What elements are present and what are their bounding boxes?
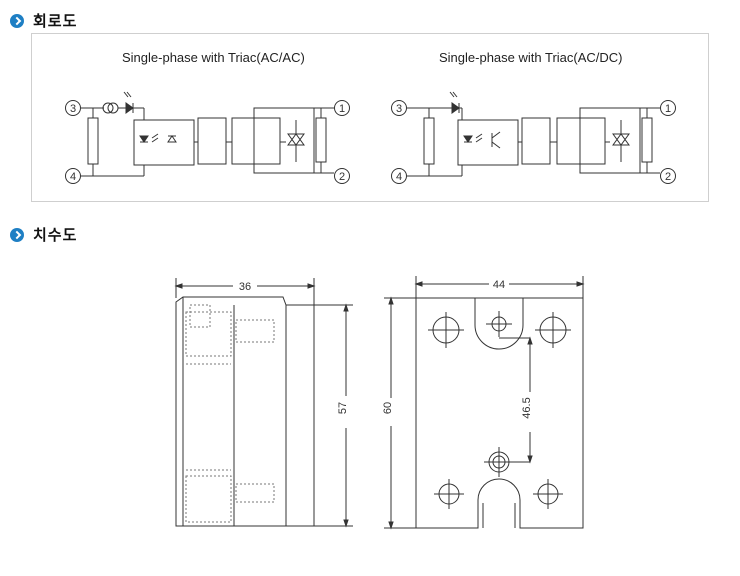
side-height-label: 57	[337, 402, 349, 414]
front-height-label: 60	[382, 402, 394, 414]
mounting-hole-bottom-left	[434, 479, 464, 509]
snubber-resistor	[315, 117, 327, 163]
terminal-4-label: 4	[70, 171, 76, 183]
side-view-body	[175, 296, 315, 527]
dimension-section-header: 치수도	[10, 224, 77, 245]
circuit-title-ac-ac: Single-phase with Triac(AC/AC)	[122, 50, 305, 65]
terminal-4	[391, 168, 407, 184]
chevron-circle-icon	[10, 227, 24, 242]
trigger-block	[197, 117, 227, 165]
terminal-3-label: 3	[70, 103, 76, 115]
output-stage	[579, 107, 641, 174]
circuit-section-header: 회로도	[10, 10, 77, 31]
circuit-section-title: 회로도	[33, 12, 78, 30]
terminal-3	[65, 100, 81, 116]
chevron-circle-icon	[10, 13, 24, 28]
mounting-hole-bottom-right	[533, 479, 563, 509]
dimension-section-title: 치수도	[33, 226, 78, 244]
front-view-body	[415, 297, 584, 529]
trigger-block	[521, 117, 551, 165]
side-width-label: 36	[239, 281, 251, 293]
led-diode-icon	[451, 102, 460, 114]
output-stage	[253, 107, 315, 174]
current-source-icon	[102, 102, 114, 114]
input-resistor	[87, 117, 99, 165]
mounting-hole-top-center	[486, 311, 512, 337]
front-view-drawing: 44	[382, 276, 585, 530]
terminal-1-label: 1	[665, 103, 671, 115]
terminal-2-label: 2	[339, 171, 345, 183]
terminal-4	[65, 168, 81, 184]
terminal-1	[660, 100, 676, 116]
mounting-hole-top-right	[535, 312, 571, 348]
front-width-label: 44	[493, 279, 505, 291]
triac-icon	[287, 133, 305, 146]
snubber-resistor	[641, 117, 653, 163]
terminal-1-label: 1	[339, 103, 345, 115]
triac-icon	[612, 133, 630, 146]
hole-spacing-label: 46.5	[521, 397, 533, 418]
mounting-hole-top-left	[428, 312, 464, 348]
side-view-drawing: 36 57	[174, 278, 353, 528]
terminal-2-label: 2	[665, 171, 671, 183]
input-resistor	[423, 117, 435, 165]
circuit-ac-dc: 3 4 1 2	[391, 91, 676, 184]
terminal-2	[334, 168, 350, 184]
terminal-3	[391, 100, 407, 116]
circuit-title-ac-dc: Single-phase with Triac(AC/DC)	[439, 50, 623, 65]
terminal-1	[334, 100, 350, 116]
top-mounting-slot	[474, 298, 524, 350]
terminal-3-label: 3	[396, 103, 402, 115]
terminal-4-label: 4	[396, 171, 402, 183]
driver-block	[556, 117, 606, 165]
led-diode-icon	[125, 102, 134, 114]
terminal-2	[660, 168, 676, 184]
driver-block	[231, 117, 281, 165]
circuit-ac-ac: 3 4 1 2	[65, 91, 350, 184]
